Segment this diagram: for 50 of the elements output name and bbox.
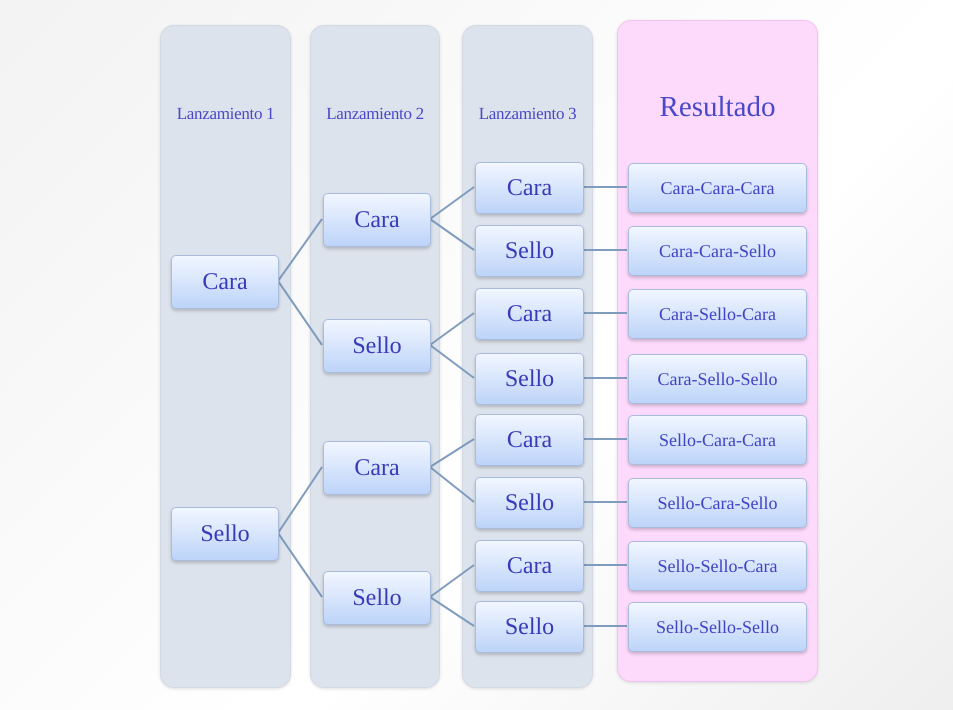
outcome-box: Sello — [475, 601, 584, 653]
outcome-box: Sello — [323, 319, 431, 373]
outcome-box: Sello — [475, 225, 584, 277]
connector-line — [583, 377, 627, 379]
connector-line — [429, 466, 475, 503]
outcome-box: Cara-Sello-Sello — [628, 354, 807, 404]
outcome-box: Sello-Sello-Cara — [628, 541, 807, 591]
column-heading: Resultado — [658, 91, 776, 124]
outcome-box: Sello-Cara-Sello — [628, 478, 807, 528]
outcome-box: Cara-Cara-Sello — [628, 226, 807, 276]
column-heading: Lanzamiento 2 — [325, 104, 425, 124]
connector-line — [583, 438, 627, 440]
connector-line — [583, 249, 627, 251]
connector-line — [277, 218, 323, 282]
outcome-box: Cara — [475, 288, 584, 340]
outcome-box: Cara — [475, 162, 584, 214]
outcome-box: Cara — [475, 414, 584, 466]
outcome-box: Cara — [171, 255, 279, 309]
outcome-box: Sello — [171, 507, 279, 561]
outcome-box: Sello-Sello-Sello — [628, 602, 807, 652]
outcome-box: Cara — [323, 441, 431, 495]
connector-line — [429, 564, 475, 598]
outcome-box: Sello — [475, 477, 584, 529]
outcome-box: Cara — [323, 193, 431, 247]
column-band — [617, 20, 818, 682]
connector-line — [277, 532, 323, 598]
column-heading: Lanzamiento 1 — [176, 104, 276, 124]
outcome-box: Sello-Cara-Cara — [628, 415, 807, 465]
connector-line — [429, 312, 475, 346]
connector-line — [583, 564, 627, 566]
connector-line — [277, 280, 323, 346]
outcome-box: Sello — [323, 571, 431, 625]
outcome-box: Cara-Cara-Cara — [628, 163, 807, 213]
connector-line — [429, 218, 475, 251]
connector-line — [583, 186, 627, 188]
connector-line — [277, 466, 323, 534]
column-band — [310, 25, 440, 688]
connector-line — [429, 438, 475, 468]
connector-line — [429, 596, 475, 627]
column-heading: Lanzamiento 3 — [478, 104, 578, 124]
outcome-box: Sello — [475, 353, 584, 405]
outcome-box: Cara-Sello-Cara — [628, 289, 807, 339]
outcome-box: Cara — [475, 540, 584, 592]
column-band — [462, 25, 593, 688]
connector-line — [583, 625, 627, 627]
connector-line — [583, 501, 627, 503]
column-band — [160, 25, 291, 688]
connector-line — [429, 344, 475, 379]
connector-line — [429, 186, 475, 220]
connector-line — [583, 312, 627, 314]
